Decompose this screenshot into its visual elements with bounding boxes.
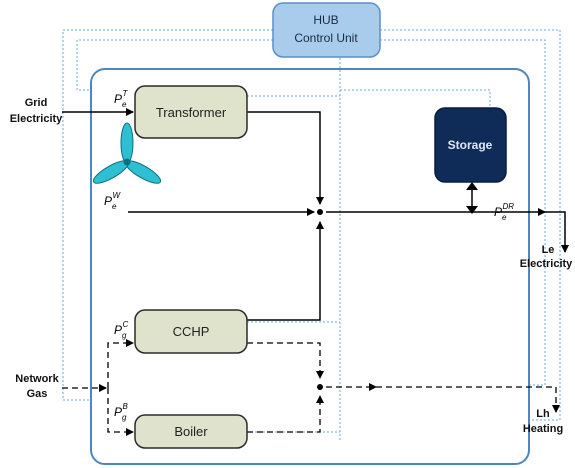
storage-label: Storage (448, 138, 493, 152)
system-frame (90, 68, 530, 465)
electric-lines (62, 108, 569, 321)
storage-block: Storage (434, 107, 507, 183)
heat-output-label-1: Lh (536, 408, 550, 420)
wind-turbine-icon (92, 122, 162, 184)
hub-subtitle: Control Unit (294, 31, 358, 45)
symbol-p-e-dr: PeDR (494, 202, 514, 222)
heat-output-label-2: Heating (523, 423, 563, 435)
grid-label-1: Grid (25, 97, 48, 109)
gas-label-2: Gas (27, 388, 48, 400)
transformer-block: Transformer (134, 85, 248, 139)
elec-output-label-2: Electricity (520, 258, 573, 270)
transformer-label: Transformer (156, 105, 227, 120)
symbol-p-g-c: PgC (114, 320, 128, 340)
electric-junction (317, 209, 323, 215)
cchp-block: CCHP (134, 309, 248, 354)
boiler-label: Boiler (174, 424, 208, 439)
elec-output-label-1: Le (542, 244, 555, 256)
grid-label-2: Electricity (10, 113, 63, 125)
gas-label-1: Network (15, 373, 59, 385)
hub-control-unit: HUB Control Unit (272, 2, 381, 58)
symbol-p-g-b: PgB (114, 402, 128, 422)
hub-title: HUB (313, 13, 338, 27)
symbol-p-e-w: PeW (104, 191, 121, 211)
gas-heat-lines (62, 339, 560, 436)
symbol-p-e-t: PeT (114, 89, 128, 109)
boiler-block: Boiler (134, 414, 248, 449)
heat-junction (317, 384, 323, 390)
cchp-label: CCHP (173, 324, 210, 339)
